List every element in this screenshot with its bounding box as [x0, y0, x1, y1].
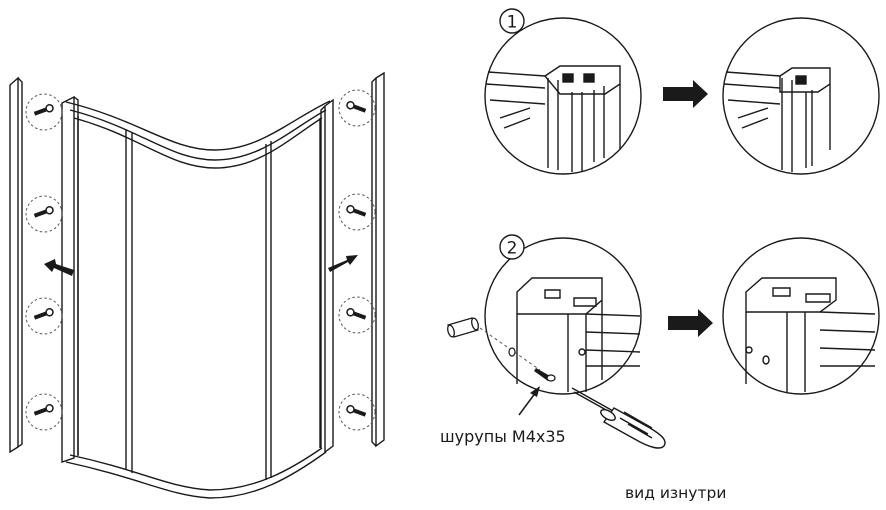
left-fixed-panel — [61, 95, 79, 463]
screws-label: шурупы M4x35 — [440, 427, 566, 446]
right-screw-callouts — [338, 89, 376, 431]
left-wall-profile — [9, 76, 23, 454]
label-pointer-arrow — [518, 386, 540, 416]
bottom-curved-rail — [65, 447, 327, 499]
screwdriver — [571, 387, 666, 449]
step-2-arrow — [668, 309, 713, 337]
screw-callout — [338, 296, 376, 334]
left-screw-callouts — [25, 93, 63, 431]
inside-view-label: вид изнутри — [625, 484, 727, 502]
step-1-arrow — [663, 80, 708, 108]
sliding-door-right — [265, 118, 321, 480]
screw-callout — [25, 393, 63, 431]
step-2-number: 2 — [499, 234, 525, 260]
right-fixed-panel — [320, 98, 334, 454]
screw-callout — [25, 93, 63, 131]
top-curved-rail — [65, 100, 331, 169]
step-1-number: 1 — [499, 8, 525, 34]
right-wall-profile — [371, 71, 385, 448]
step-1-before-detail — [484, 17, 642, 175]
drill-hole — [508, 347, 516, 357]
svg-text:1: 1 — [507, 13, 518, 33]
wall-plug — [447, 317, 479, 338]
screw — [534, 368, 556, 382]
screw-callout — [338, 393, 376, 431]
insert-arrow-right — [328, 255, 358, 272]
screw-callout — [25, 195, 63, 233]
insert-arrow-left — [44, 259, 74, 276]
sliding-door-left — [77, 116, 133, 473]
step-1-after-detail — [722, 17, 880, 175]
screw-callout — [25, 297, 63, 335]
screw-callout — [338, 193, 376, 231]
svg-text:2: 2 — [507, 239, 518, 259]
shower-cabin — [9, 71, 385, 499]
step-2-before-detail — [484, 237, 642, 395]
screw-callout — [338, 89, 376, 127]
step-2-after-detail — [722, 237, 880, 395]
